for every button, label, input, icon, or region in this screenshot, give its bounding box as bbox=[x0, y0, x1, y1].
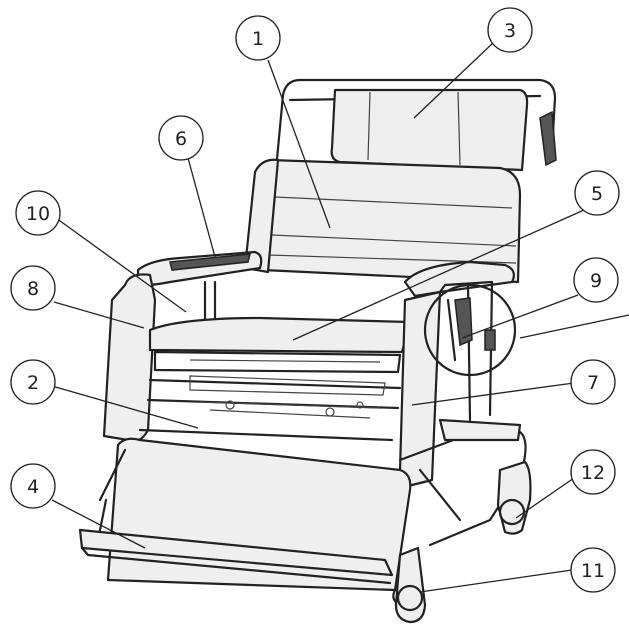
armrest-right bbox=[398, 260, 515, 488]
callout-4-label: 4 bbox=[27, 476, 39, 498]
callout-10: 10 bbox=[15, 190, 61, 236]
callout-9: 9 bbox=[573, 257, 619, 303]
leader-12 bbox=[515, 477, 575, 519]
callout-8: 8 bbox=[10, 265, 56, 311]
castor-front bbox=[394, 546, 427, 624]
callout-10-label: 10 bbox=[26, 203, 50, 225]
callout-3: 3 bbox=[487, 7, 533, 53]
leader-9 bbox=[461, 294, 579, 339]
detail-zoom-circle bbox=[423, 283, 517, 377]
callout-2-label: 2 bbox=[27, 372, 39, 394]
leader-10 bbox=[55, 217, 187, 313]
backrest bbox=[243, 158, 522, 284]
leader-2 bbox=[51, 385, 199, 429]
leader-1 bbox=[267, 59, 331, 229]
callout-2: 2 bbox=[10, 359, 56, 405]
callout-12-label: 12 bbox=[581, 462, 605, 484]
leader-5 bbox=[292, 209, 585, 341]
callout-9-label: 9 bbox=[590, 270, 602, 292]
callout-3-label: 3 bbox=[504, 20, 516, 42]
castor-rear bbox=[496, 460, 532, 535]
callout-11-label: 11 bbox=[581, 560, 605, 582]
callout-1: 1 bbox=[235, 15, 281, 61]
callout-7-label: 7 bbox=[587, 372, 599, 394]
callout-4: 4 bbox=[10, 463, 56, 509]
leader-9b bbox=[519, 314, 629, 339]
leader-8 bbox=[53, 301, 145, 329]
chair-illustration bbox=[78, 78, 557, 624]
callout-11: 11 bbox=[570, 547, 616, 593]
armrest-left bbox=[102, 250, 263, 443]
callout-5-label: 5 bbox=[591, 183, 603, 205]
callout-6: 6 bbox=[158, 115, 204, 161]
leader-lines bbox=[51, 41, 629, 593]
callout-7: 7 bbox=[570, 359, 616, 405]
callout-6-label: 6 bbox=[175, 128, 187, 150]
headrest-cushion bbox=[330, 88, 529, 172]
footrest bbox=[78, 528, 394, 585]
callouts: 1 2 3 4 5 6 7 8 bbox=[10, 7, 620, 593]
callout-12: 12 bbox=[570, 449, 616, 495]
callout-1-label: 1 bbox=[252, 28, 264, 50]
leader-3 bbox=[413, 41, 495, 119]
leader-6 bbox=[187, 157, 216, 258]
leader-11 bbox=[419, 569, 573, 593]
seat-cushion bbox=[148, 316, 412, 374]
leader-7 bbox=[411, 382, 575, 406]
callout-5: 5 bbox=[574, 170, 620, 216]
leader-4 bbox=[51, 499, 146, 549]
seat-mechanism bbox=[138, 375, 402, 442]
callout-8-label: 8 bbox=[27, 278, 39, 300]
